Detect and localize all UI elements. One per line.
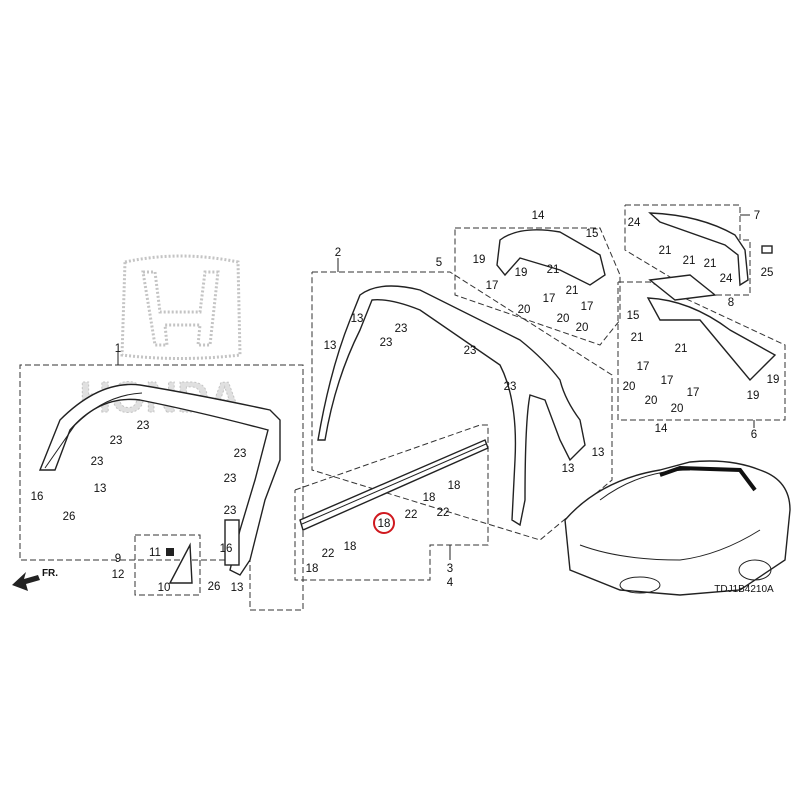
part-callout-16[interactable]: 16 (31, 491, 44, 503)
part-callout-19[interactable]: 19 (767, 374, 780, 386)
part-callout-18[interactable]: 18 (448, 480, 461, 492)
part-3-molding (299, 439, 489, 531)
part-25-clip (761, 245, 773, 254)
part-callout-19[interactable]: 19 (473, 254, 486, 266)
part-callout-23[interactable]: 23 (380, 337, 393, 349)
front-label: FR. (42, 568, 58, 579)
part-callout-19[interactable]: 19 (515, 267, 528, 279)
vehicle-sketch (564, 460, 791, 596)
part-callout-14[interactable]: 14 (532, 210, 545, 222)
part-callout-20[interactable]: 20 (576, 322, 589, 334)
front-direction-arrow: FR. (12, 568, 58, 591)
group-box-3-4 (294, 424, 489, 581)
part-callout-15[interactable]: 15 (586, 228, 599, 240)
part-callout-26[interactable]: 26 (208, 581, 221, 593)
part-callout-22[interactable]: 22 (322, 548, 335, 560)
part-callout-17[interactable]: 17 (637, 361, 650, 373)
part-2-rear-frame (317, 285, 586, 527)
part-10-triangle (168, 542, 193, 584)
part-callout-15[interactable]: 15 (627, 310, 640, 322)
part-callout-21[interactable]: 21 (566, 285, 579, 297)
part-6-trim (646, 297, 777, 382)
part-callout-18[interactable]: 18 (378, 518, 391, 530)
part-7-spoiler (648, 212, 749, 287)
part-callout-21[interactable]: 21 (683, 255, 696, 267)
part-callout-11[interactable]: 11 (149, 547, 161, 559)
part-callout-22[interactable]: 22 (437, 507, 450, 519)
group-box-2 (311, 271, 613, 541)
part-callout-22[interactable]: 22 (405, 509, 418, 521)
part-callout-21[interactable]: 21 (659, 245, 672, 257)
part-callout-25[interactable]: 25 (761, 267, 774, 279)
part-callout-24[interactable]: 24 (628, 217, 641, 229)
part-callout-13[interactable]: 13 (562, 463, 575, 475)
part-callout-13[interactable]: 13 (592, 447, 605, 459)
part-callout-20[interactable]: 20 (518, 304, 531, 316)
part-callout-26[interactable]: 26 (63, 511, 76, 523)
part-callout-20[interactable]: 20 (557, 313, 570, 325)
part-callout-21[interactable]: 21 (704, 258, 717, 270)
group-box-1 (19, 364, 304, 611)
part-callout-23[interactable]: 23 (464, 345, 477, 357)
part-callout-13[interactable]: 13 (94, 483, 107, 495)
part-callout-5[interactable]: 5 (436, 257, 442, 269)
diagram-code: TDJ1B4210A (714, 584, 774, 595)
part-callout-18[interactable]: 18 (423, 492, 436, 504)
part-callout-1[interactable]: 1 (115, 343, 121, 355)
part-callout-12[interactable]: 12 (112, 569, 125, 581)
group-box-9-12 (134, 534, 201, 596)
part-callout-21[interactable]: 21 (675, 343, 688, 355)
part-callout-23[interactable]: 23 (224, 473, 237, 485)
part-11-clip (166, 548, 174, 556)
part-callout-9[interactable]: 9 (115, 553, 121, 565)
part-callout-14[interactable]: 14 (655, 423, 668, 435)
highlight-circle[interactable] (373, 512, 395, 534)
part-callout-23[interactable]: 23 (137, 420, 150, 432)
part-callout-23[interactable]: 23 (224, 505, 237, 517)
part-callout-18[interactable]: 18 (306, 563, 319, 575)
part-1-windshield-frame (38, 383, 281, 576)
group-box-6 (617, 281, 786, 421)
part-callout-23[interactable]: 23 (110, 435, 123, 447)
part-callout-13[interactable]: 13 (324, 340, 337, 352)
part-callout-2[interactable]: 2 (335, 247, 341, 259)
part-5-trim (496, 229, 606, 286)
part-callout-13[interactable]: 13 (351, 313, 364, 325)
part-callout-17[interactable]: 17 (486, 280, 499, 292)
part-callout-10[interactable]: 10 (158, 582, 171, 594)
part-callout-23[interactable]: 23 (395, 323, 408, 335)
part-callout-19[interactable]: 19 (747, 390, 760, 402)
part-callout-17[interactable]: 17 (687, 387, 700, 399)
part-callout-20[interactable]: 20 (623, 381, 636, 393)
part-callout-21[interactable]: 21 (631, 332, 644, 344)
part-callout-21[interactable]: 21 (547, 264, 560, 276)
part-callout-17[interactable]: 17 (543, 293, 556, 305)
part-callout-18[interactable]: 18 (344, 541, 357, 553)
part-callout-23[interactable]: 23 (504, 381, 517, 393)
part-8-panel (648, 274, 717, 301)
group-box-7 (624, 204, 751, 296)
part-callout-6[interactable]: 6 (751, 429, 757, 441)
part-callout-20[interactable]: 20 (671, 403, 684, 415)
part-callout-16[interactable]: 16 (220, 543, 233, 555)
part-callout-17[interactable]: 17 (581, 301, 594, 313)
part-callout-8[interactable]: 8 (728, 297, 734, 309)
part-callout-20[interactable]: 20 (645, 395, 658, 407)
part-callout-24[interactable]: 24 (720, 273, 733, 285)
part-callout-4[interactable]: 4 (447, 577, 454, 589)
part-callout-13[interactable]: 13 (231, 582, 244, 594)
part-callout-17[interactable]: 17 (661, 375, 674, 387)
part-callout-23[interactable]: 23 (234, 448, 247, 460)
part-callout-23[interactable]: 23 (91, 456, 104, 468)
part-callout-7[interactable]: 7 (754, 210, 760, 222)
part-callout-3[interactable]: 3 (447, 563, 453, 575)
group-box-5 (454, 227, 621, 346)
